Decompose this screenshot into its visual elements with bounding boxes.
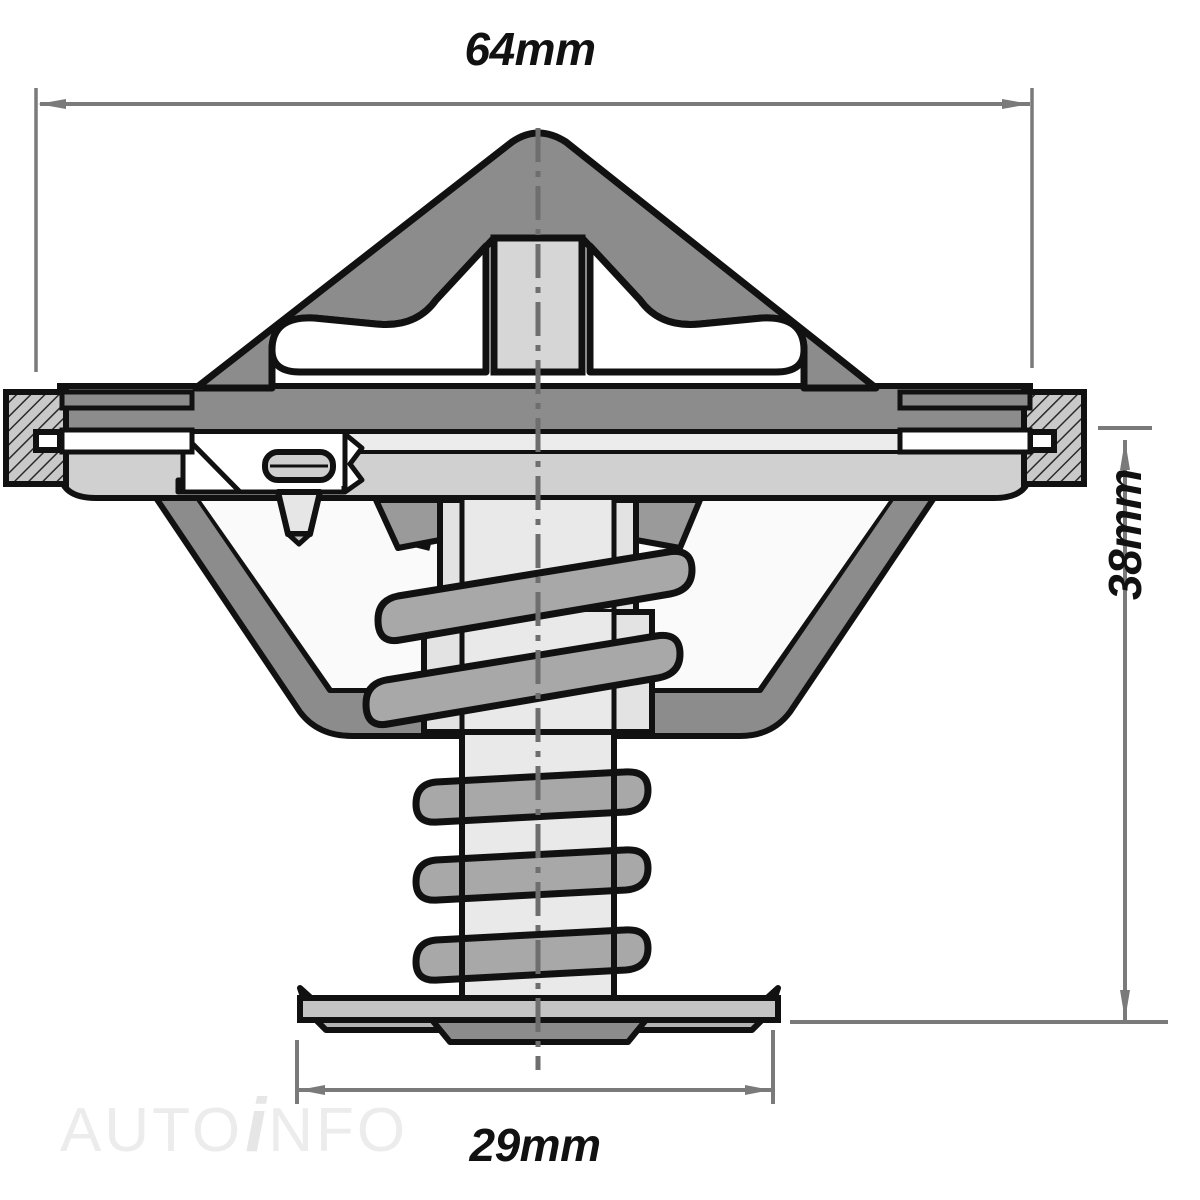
- spring-top-seat: [373, 497, 703, 551]
- arrowhead-right: [1002, 99, 1030, 109]
- arrowhead-bottom: [1120, 990, 1130, 1020]
- upper-spring: [362, 537, 696, 729]
- dimension-64mm: [34, 88, 1034, 372]
- spring-coil: [412, 846, 652, 904]
- dimension-29mm: [295, 1030, 775, 1104]
- arrowhead-top: [1120, 440, 1130, 470]
- lower-spring: [412, 768, 652, 984]
- arrowhead-right: [745, 1085, 771, 1095]
- gasket-right: [897, 389, 1087, 487]
- arrowhead-left: [38, 99, 66, 109]
- gasket-left: [3, 389, 195, 487]
- dimension-38mm: [790, 426, 1168, 1024]
- spring-coil: [362, 631, 684, 729]
- dimension-label-valve-diameter: 29mm: [469, 1119, 601, 1171]
- jiggle-valve: [262, 449, 336, 547]
- dimension-label-width: 64mm: [464, 23, 596, 75]
- piston-shaft-edges: [459, 732, 617, 1004]
- dimension-label-height: 38mm: [1099, 469, 1151, 600]
- autoinfo-watermark: AUTOiNFO: [60, 1082, 408, 1169]
- spring-coil: [374, 547, 696, 645]
- watermark-suffix: NFO: [268, 1096, 409, 1165]
- spring-coil: [412, 926, 652, 984]
- watermark-accent-letter: i: [245, 1083, 267, 1168]
- spring-coil: [412, 768, 652, 826]
- arrowhead-left: [299, 1085, 325, 1095]
- watermark-prefix: AUTO: [60, 1096, 244, 1165]
